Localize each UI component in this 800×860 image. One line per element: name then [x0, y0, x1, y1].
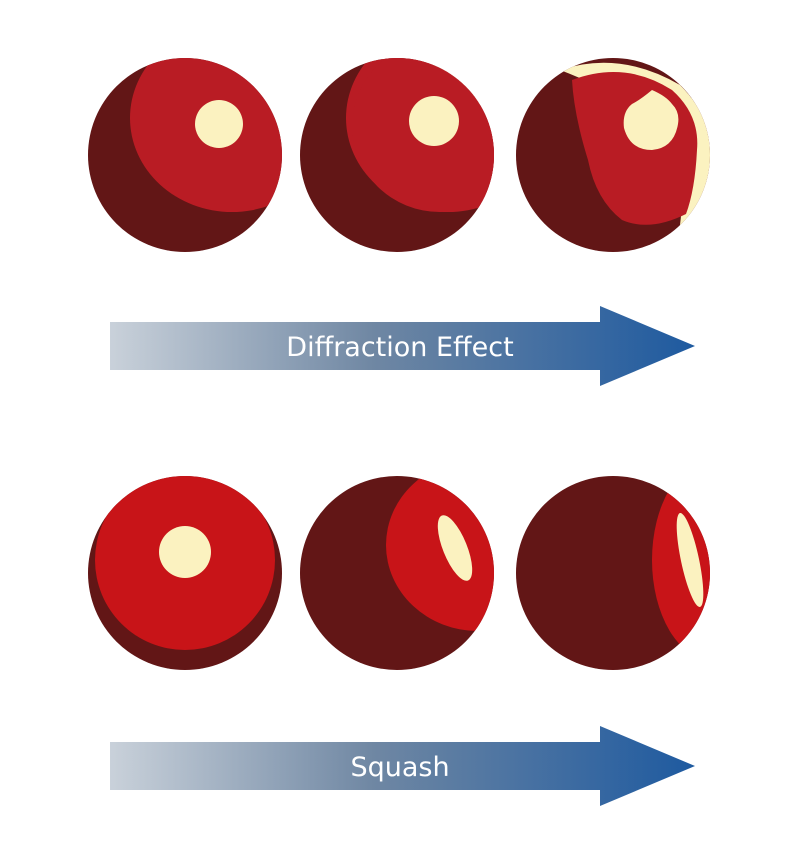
arrow-shape [110, 306, 695, 386]
row-squash [88, 476, 710, 670]
sphere-diffraction-2 [300, 58, 494, 252]
sphere-squash-3 [516, 476, 710, 670]
row-diffraction [88, 58, 710, 252]
arrow-squash: Squash [110, 726, 695, 806]
sphere-lit-region [386, 476, 494, 631]
sphere-diffraction-3 [516, 58, 710, 252]
sphere-lit-region [652, 476, 710, 660]
arrow-label: Diffraction Effect [286, 332, 513, 363]
sphere-squash-2 [300, 476, 494, 670]
arrow-diffraction: Diffraction Effect [110, 306, 695, 386]
sphere-highlight [676, 513, 704, 607]
sphere-highlight [159, 526, 211, 578]
sphere-diffraction-1 [88, 58, 282, 252]
arrow-label: Squash [350, 752, 449, 783]
sphere-squash-1 [88, 476, 282, 670]
sphere-highlight [437, 515, 473, 581]
sphere-highlight [195, 100, 243, 148]
sphere-highlight [409, 96, 459, 146]
arrow-shape [110, 726, 695, 806]
sphere-highlight [623, 90, 679, 150]
